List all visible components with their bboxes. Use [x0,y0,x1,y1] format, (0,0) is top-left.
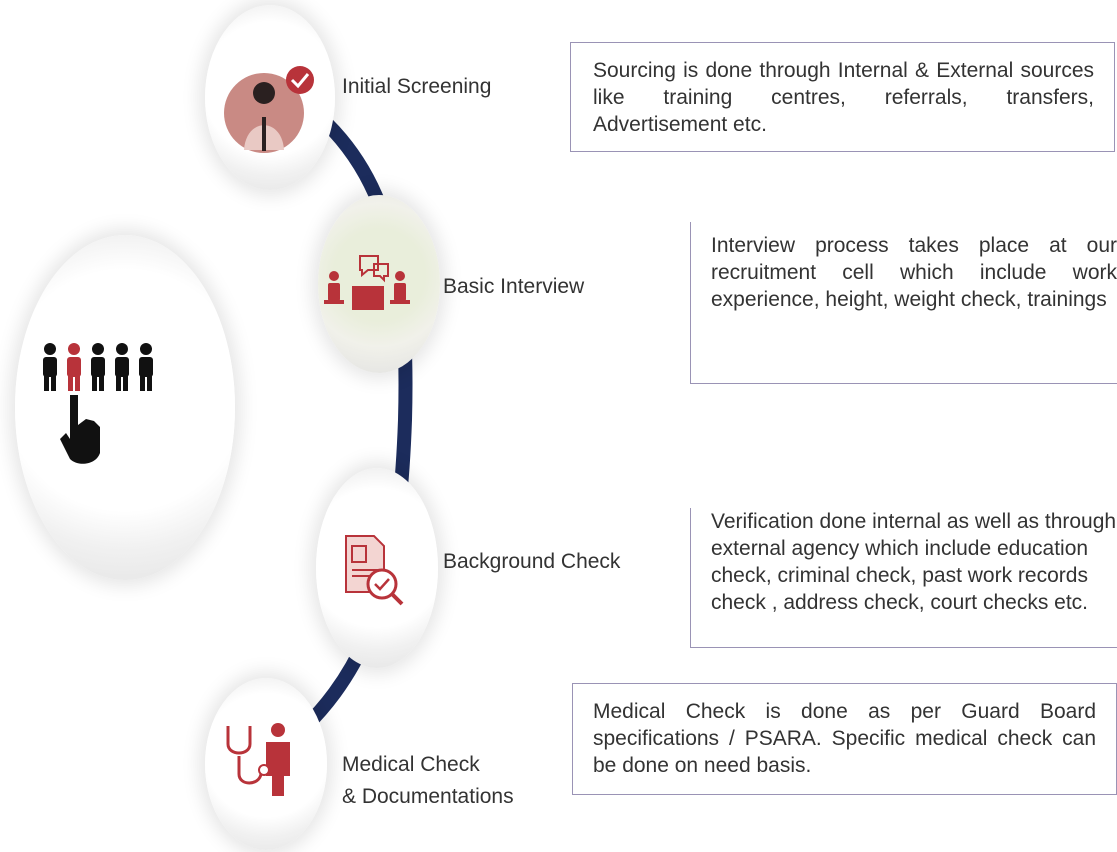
step-3-label: Background Check [443,550,621,573]
step-1-description: Sourcing is done through Internal & Exte… [593,59,1094,136]
step-4-description-box: Medical Check is done as per Guard Board… [572,683,1117,795]
document-search-icon [345,535,404,606]
step-3-description: Verification done internal as well as th… [711,510,1117,614]
candidate-selection-icon [43,343,153,464]
person-check-icon [224,66,314,153]
step-2-label: Basic Interview [443,275,585,298]
step-4-label: Medical Check & Documentations [342,752,514,810]
step-4-label-line-2: & Documentations [342,785,514,808]
stethoscope-icon [226,723,290,796]
step-2-description: Interview process takes place at our rec… [711,234,1117,311]
step-1-label: Initial Screening [342,75,492,98]
step-2-description-box: Interview process takes place at our rec… [690,222,1117,384]
interview-icon [324,255,410,310]
step-4-description: Medical Check is done as per Guard Board… [593,700,1096,777]
hero-circle [15,235,235,580]
step-4-label-line-1: Medical Check [342,753,480,776]
step-1-description-box: Sourcing is done through Internal & Exte… [570,42,1115,152]
step-3-description-box: Verification done internal as well as th… [690,508,1117,648]
